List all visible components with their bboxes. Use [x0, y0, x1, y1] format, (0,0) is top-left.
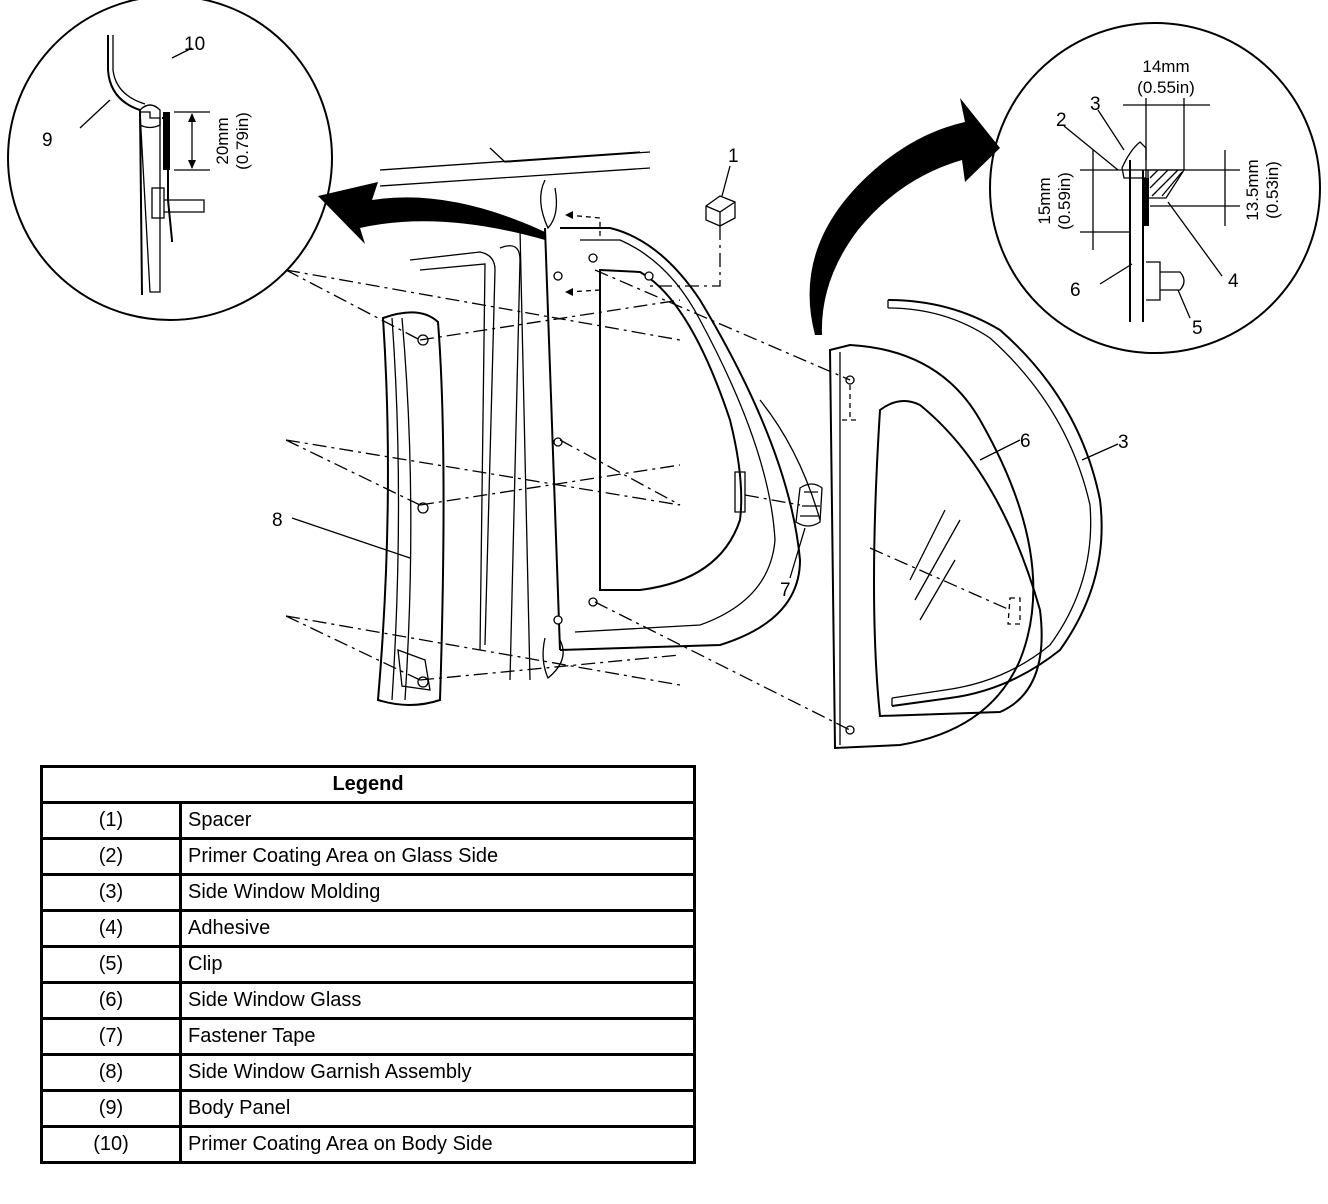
callout-9: 9	[42, 130, 53, 151]
side-window-molding: 3	[887, 299, 1129, 707]
legend-number: (9)	[40, 1089, 182, 1128]
legend-number: (6)	[40, 981, 182, 1020]
primer-strip-body	[163, 112, 170, 170]
callout-10: 10	[184, 34, 205, 55]
legend-description: Side Window Garnish Assembly	[179, 1053, 696, 1092]
dim-053in: (0.53in)	[1263, 161, 1282, 219]
legend-number: (4)	[40, 909, 182, 948]
side-window-exploded-diagram: 10 9 20mm (0.79in) 2 3 4	[7, 0, 1321, 750]
callout-7: 7	[780, 580, 791, 601]
legend-number: (8)	[40, 1053, 182, 1092]
dim-079in: (0.79in)	[233, 112, 252, 170]
callout-1: 1	[728, 146, 739, 167]
garnish-assembly: 8	[272, 311, 445, 706]
callout-2: 2	[1056, 110, 1067, 131]
dim-135mm: 13.5mm	[1243, 159, 1262, 220]
dim-20mm: 20mm	[213, 117, 232, 164]
legend-description: Spacer	[179, 801, 696, 840]
callout-3-detail: 3	[1090, 94, 1101, 115]
legend-description: Side Window Molding	[179, 873, 696, 912]
legend-row: (2)Primer Coating Area on Glass Side	[40, 837, 696, 876]
legend-description: Body Panel	[179, 1089, 696, 1128]
legend-number: (3)	[40, 873, 182, 912]
dim-15mm: 15mm	[1035, 177, 1054, 224]
callout-5: 5	[1192, 318, 1203, 339]
body-frame	[379, 147, 821, 681]
legend-row: (8)Side Window Garnish Assembly	[40, 1053, 696, 1092]
legend-number: (10)	[40, 1125, 182, 1164]
callout-8: 8	[272, 510, 283, 531]
legend-description: Side Window Glass	[179, 981, 696, 1020]
callout-3-molding: 3	[1118, 432, 1129, 453]
legend-description: Adhesive	[179, 909, 696, 948]
arrow-to-left-detail	[318, 182, 545, 244]
fastener-tape: 7	[744, 483, 823, 601]
primer-strip-glass	[1143, 178, 1149, 226]
legend-description: Fastener Tape	[179, 1017, 696, 1056]
callout-6-glass: 6	[1020, 431, 1031, 452]
dim-14mm: 14mm	[1142, 57, 1189, 76]
legend-row: (4)Adhesive	[40, 909, 696, 948]
dim-059in: (0.59in)	[1055, 172, 1074, 230]
legend-title: Legend	[40, 765, 696, 804]
legend-row: (6)Side Window Glass	[40, 981, 696, 1020]
legend-table: Legend (1)Spacer (2)Primer Coating Area …	[40, 765, 696, 1164]
legend-row: (7)Fastener Tape	[40, 1017, 696, 1056]
callout-6-detail: 6	[1070, 280, 1081, 301]
callout-4: 4	[1228, 271, 1239, 292]
spacer: 1	[650, 146, 739, 287]
legend-description: Clip	[179, 945, 696, 984]
legend-number: (5)	[40, 945, 182, 984]
legend-row: (3)Side Window Molding	[40, 873, 696, 912]
arrow-to-right-detail	[809, 98, 1000, 335]
legend-row: (1)Spacer	[40, 801, 696, 840]
dim-055in: (0.55in)	[1137, 78, 1195, 97]
legend-number: (1)	[40, 801, 182, 840]
legend-row: (10)Primer Coating Area on Body Side	[40, 1125, 696, 1164]
legend-number: (2)	[40, 837, 182, 876]
legend-row: (5)Clip	[40, 945, 696, 984]
glass-side-detail-view: 2 3 4 5 6 14mm (0.55in) 15mm (0.59in) 13…	[989, 22, 1321, 354]
side-window-glass: 6	[594, 269, 1043, 750]
legend-row: (9)Body Panel	[40, 1089, 696, 1128]
legend-description: Primer Coating Area on Body Side	[179, 1125, 696, 1164]
alignment-lines-left	[285, 269, 681, 686]
body-side-detail-view: 10 9 20mm (0.79in)	[7, 0, 333, 321]
legend-number: (7)	[40, 1017, 182, 1056]
legend-description: Primer Coating Area on Glass Side	[179, 837, 696, 876]
